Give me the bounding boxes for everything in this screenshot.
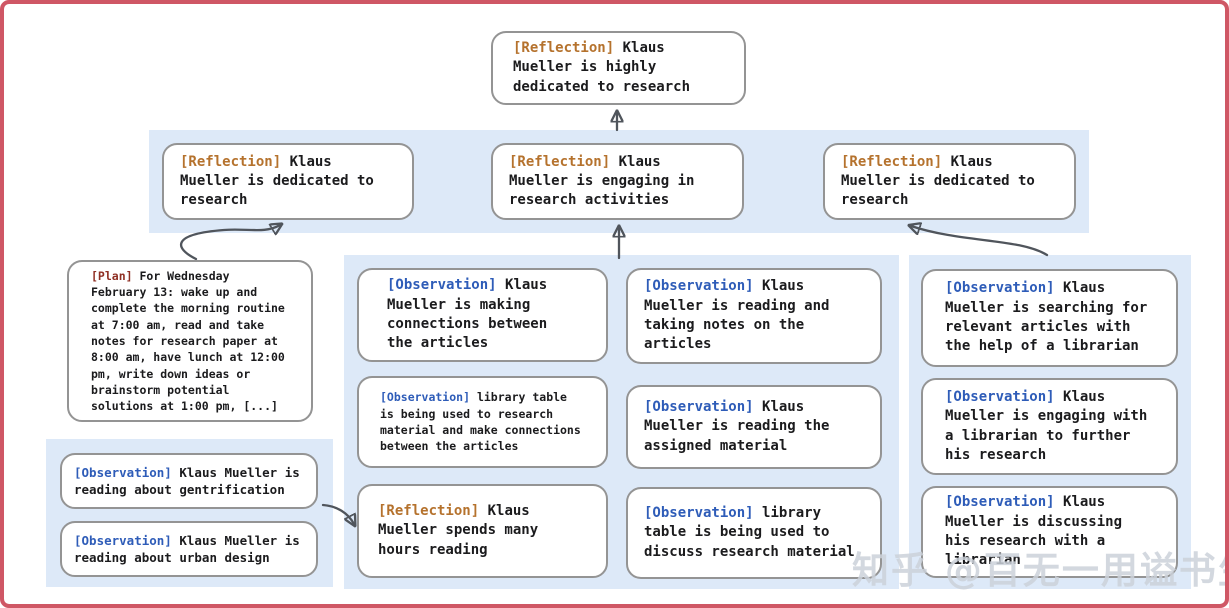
node-text: Klaus Mueller spends many hours reading xyxy=(378,503,539,558)
node-tag: [Reflection] xyxy=(180,153,282,170)
node-observation-gentrification: [Observation] Klaus Mueller is reading a… xyxy=(60,453,318,509)
node-reflection-2: [Reflection] Klaus Mueller is engaging i… xyxy=(491,143,744,220)
node-tag: [Observation] xyxy=(644,399,754,416)
node-tag: [Reflection] xyxy=(509,153,611,170)
node-observation-engaging-librarian: [Observation] Klaus Mueller is engaging … xyxy=(921,378,1178,475)
node-text: For Wednesday February 13: wake up and c… xyxy=(91,268,285,414)
node-text: Klaus Mueller is engaging in research ac… xyxy=(509,153,695,209)
zhihu-watermark: 知乎 @百无一用谥书生 xyxy=(852,549,1229,592)
node-tag: [Observation] xyxy=(644,278,754,295)
node-tag: [Reflection] xyxy=(513,40,615,57)
node-text: Klaus Mueller is searching for relevant … xyxy=(945,280,1148,355)
node-tag: [Observation] xyxy=(945,388,1055,405)
node-tag: [Plan] xyxy=(91,268,133,283)
node-observation-discussing-librarian: [Observation] Klaus Mueller is discussin… xyxy=(921,486,1178,578)
node-text: library table is being used to discuss r… xyxy=(644,505,855,560)
node-text: Klaus Mueller is engaging with a librari… xyxy=(945,388,1148,463)
node-text: Klaus Mueller is reading about gentrific… xyxy=(74,464,300,498)
node-root-reflection: [Reflection] Klaus Mueller is highly ded… xyxy=(491,31,746,105)
node-observation-taking-notes: [Observation] Klaus Mueller is reading a… xyxy=(626,268,882,364)
node-text: Klaus Mueller is reading the assigned ma… xyxy=(644,399,830,454)
node-text: Klaus Mueller is discussing his research… xyxy=(945,494,1123,569)
node-tag: [Reflection] xyxy=(841,153,943,170)
node-observation-assigned-material: [Observation] Klaus Mueller is reading t… xyxy=(626,385,882,469)
node-tag: [Observation] xyxy=(644,505,754,522)
node-observation-library-table-discuss: [Observation] library table is being use… xyxy=(626,487,882,579)
node-observation-library-table-research: [Observation] library table is being use… xyxy=(357,376,608,468)
node-plan: [Plan] For Wednesday February 13: wake u… xyxy=(67,260,313,422)
node-reflection-3: [Reflection] Klaus Mueller is dedicated … xyxy=(823,143,1076,220)
node-observation-urban-design: [Observation] Klaus Mueller is reading a… xyxy=(60,521,318,577)
node-text: Klaus Mueller is reading and taking note… xyxy=(644,278,830,353)
node-tag: [Observation] xyxy=(945,494,1055,511)
node-tag: [Observation] xyxy=(945,280,1055,297)
node-observation-connections: [Observation] Klaus Mueller is making co… xyxy=(357,268,608,362)
node-observation-searching-articles: [Observation] Klaus Mueller is searching… xyxy=(921,269,1178,367)
node-tag: [Observation] xyxy=(380,390,471,405)
node-reflection-hours-reading: [Reflection] Klaus Mueller spends many h… xyxy=(357,484,608,578)
node-reflection-1: [Reflection] Klaus Mueller is dedicated … xyxy=(162,143,414,220)
node-text: Klaus Mueller is dedicated to research xyxy=(180,153,374,209)
node-tag: [Reflection] xyxy=(378,503,480,520)
node-tag: [Observation] xyxy=(387,277,497,294)
node-text: Klaus Mueller is dedicated to research xyxy=(841,153,1035,209)
node-text: Klaus Mueller is reading about urban des… xyxy=(74,532,300,566)
node-tag: [Observation] xyxy=(74,532,172,548)
node-tag: [Observation] xyxy=(74,464,172,480)
node-text: library table is being used to research … xyxy=(380,390,581,454)
node-text: Klaus Mueller is highly dedicated to res… xyxy=(513,40,691,95)
node-text: Klaus Mueller is making connections betw… xyxy=(387,277,548,352)
